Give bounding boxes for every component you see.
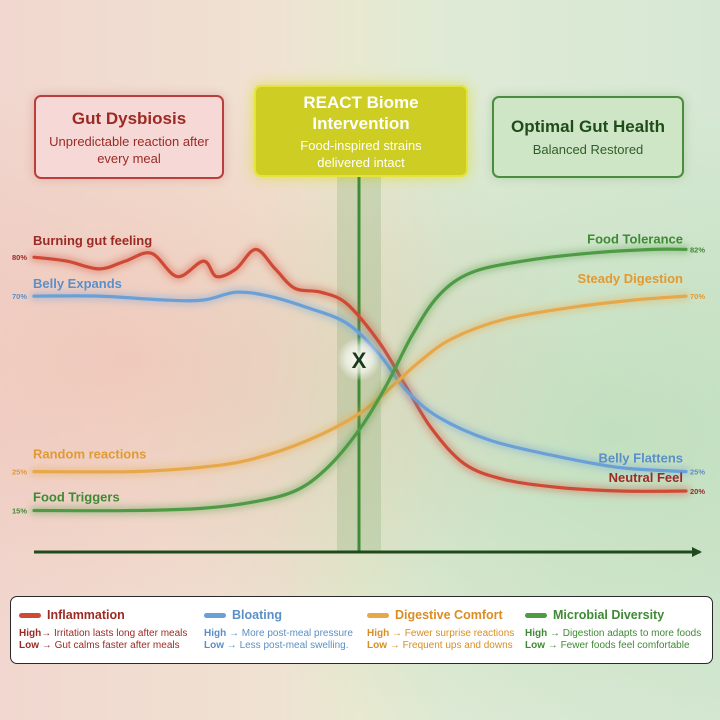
legend-high-bloating: High → More post-meal pressure — [204, 628, 353, 640]
legend-low-word: Low — [525, 640, 545, 651]
legend-name-inflammation: Inflammation — [47, 608, 125, 622]
series-line-microbial-diversity — [32, 247, 688, 513]
phase-box-react-biome: REACT Biome Intervention Food-inspired s… — [254, 85, 468, 177]
legend-high-digestive-comfort: High → Fewer surprise reactions — [367, 628, 514, 640]
start-value-inflammation: 80% — [12, 253, 27, 262]
end-label-inflammation: Neutral Feel — [609, 470, 683, 485]
end-value-digestive-comfort: 70% — [690, 292, 705, 301]
crossover-marker: X — [352, 348, 367, 373]
legend-item-inflammation: Inflammation High→ Irritation lasts long… — [19, 605, 187, 652]
legend-high-word: High — [525, 628, 548, 639]
legend-panel: Inflammation High→ Irritation lasts long… — [10, 596, 713, 664]
legend-high-word: High — [204, 628, 227, 639]
legend-arrow: → — [550, 628, 560, 639]
end-value-bloating: 25% — [690, 468, 705, 477]
end-label-bloating: Belly Flattens — [598, 451, 683, 466]
start-label-bloating: Belly Expands — [33, 276, 122, 291]
legend-arrow: → — [229, 628, 239, 639]
legend-item-digestive-comfort: Digestive Comfort High → Fewer surprise … — [367, 605, 514, 652]
end-label-microbial-diversity: Food Tolerance — [587, 231, 683, 246]
legend-high-text: Digestion adapts to more foods — [562, 628, 702, 639]
legend-arrow: → — [41, 628, 52, 639]
legend-low-microbial-diversity: Low → Fewer foods feel comfortable — [525, 640, 701, 652]
legend-item-microbial-diversity: Microbial Diversity High → Digestion ada… — [525, 605, 701, 652]
legend-name-microbial-diversity: Microbial Diversity — [553, 608, 665, 622]
series-line-bloating — [32, 290, 688, 474]
legend-arrow: → — [41, 640, 52, 651]
crossover-glow — [337, 337, 381, 381]
legend-low-word: Low — [367, 640, 387, 651]
legend-low-inflammation: Low → Gut calms faster after meals — [19, 640, 187, 652]
phase-subtitle-react-biome: Food-inspired strains delivered intact — [300, 137, 422, 170]
legend-low-digestive-comfort: Low → Frequent ups and downs — [367, 640, 514, 652]
legend-name-bloating: Bloating — [232, 608, 282, 622]
legend-arrow: → — [392, 628, 402, 639]
end-label-digestive-comfort: Steady Digestion — [578, 271, 684, 286]
legend-swatch-bloating — [204, 612, 226, 618]
start-value-microbial-diversity: 15% — [12, 507, 27, 516]
legend-low-text: Less post-meal swelling. — [239, 640, 349, 651]
legend-low-text: Fewer foods feel comfortable — [560, 640, 690, 651]
legend-item-bloating: Bloating High → More post-meal pressure … — [204, 605, 353, 652]
start-label-inflammation: Burning gut feeling — [33, 233, 152, 248]
phase-box-gut-dysbiosis: Gut Dysbiosis Unpredictable reaction aft… — [34, 95, 224, 179]
series-line-inflammation — [32, 247, 688, 493]
legend-swatch-digestive-comfort — [367, 612, 389, 618]
legend-high-text: Irritation lasts long after meals — [54, 628, 188, 639]
legend-high-inflammation: High→ Irritation lasts long after meals — [19, 628, 187, 640]
legend-name-digestive-comfort: Digestive Comfort — [395, 608, 503, 622]
legend-low-text: Frequent ups and downs — [402, 640, 513, 651]
legend-high-text: Fewer surprise reactions — [404, 628, 515, 639]
legend-high-microbial-diversity: High → Digestion adapts to more foods — [525, 628, 701, 640]
start-label-microbial-diversity: Food Triggers — [33, 490, 120, 505]
phase-title-react-biome: REACT Biome Intervention — [303, 92, 419, 133]
phase-box-optimal-gut-health: Optimal Gut Health Balanced Restored — [492, 96, 684, 178]
legend-swatch-inflammation — [19, 612, 41, 618]
phase-title-gut-dysbiosis: Gut Dysbiosis — [71, 108, 187, 128]
phase-subtitle-optimal-gut-health: Balanced Restored — [532, 142, 644, 157]
legend-low-word: Low — [19, 640, 39, 651]
legend-high-text: More post-meal pressure — [241, 628, 353, 639]
legend-low-text: Gut calms faster after meals — [54, 640, 180, 651]
phase-title-optimal-gut-health: Optimal Gut Health — [511, 117, 665, 136]
legend-low-word: Low — [204, 640, 224, 651]
legend-low-bloating: Low → Less post-meal swelling. — [204, 640, 353, 652]
legend-arrow: → — [547, 640, 558, 651]
end-value-microbial-diversity: 82% — [690, 245, 705, 254]
legend-swatch-microbial-diversity — [525, 612, 547, 618]
legend-arrow: → — [389, 640, 400, 651]
legend-arrow: → — [226, 640, 237, 651]
phase-subtitle-gut-dysbiosis: Unpredictable reaction after every meal — [49, 133, 209, 166]
start-value-digestive-comfort: 25% — [12, 468, 27, 477]
end-value-inflammation: 20% — [690, 487, 705, 496]
start-label-digestive-comfort: Random reactions — [33, 447, 146, 462]
legend-high-word: High — [367, 628, 390, 639]
start-value-bloating: 70% — [12, 292, 27, 301]
series-line-digestive-comfort — [32, 294, 688, 474]
legend-high-word: High — [19, 628, 42, 639]
